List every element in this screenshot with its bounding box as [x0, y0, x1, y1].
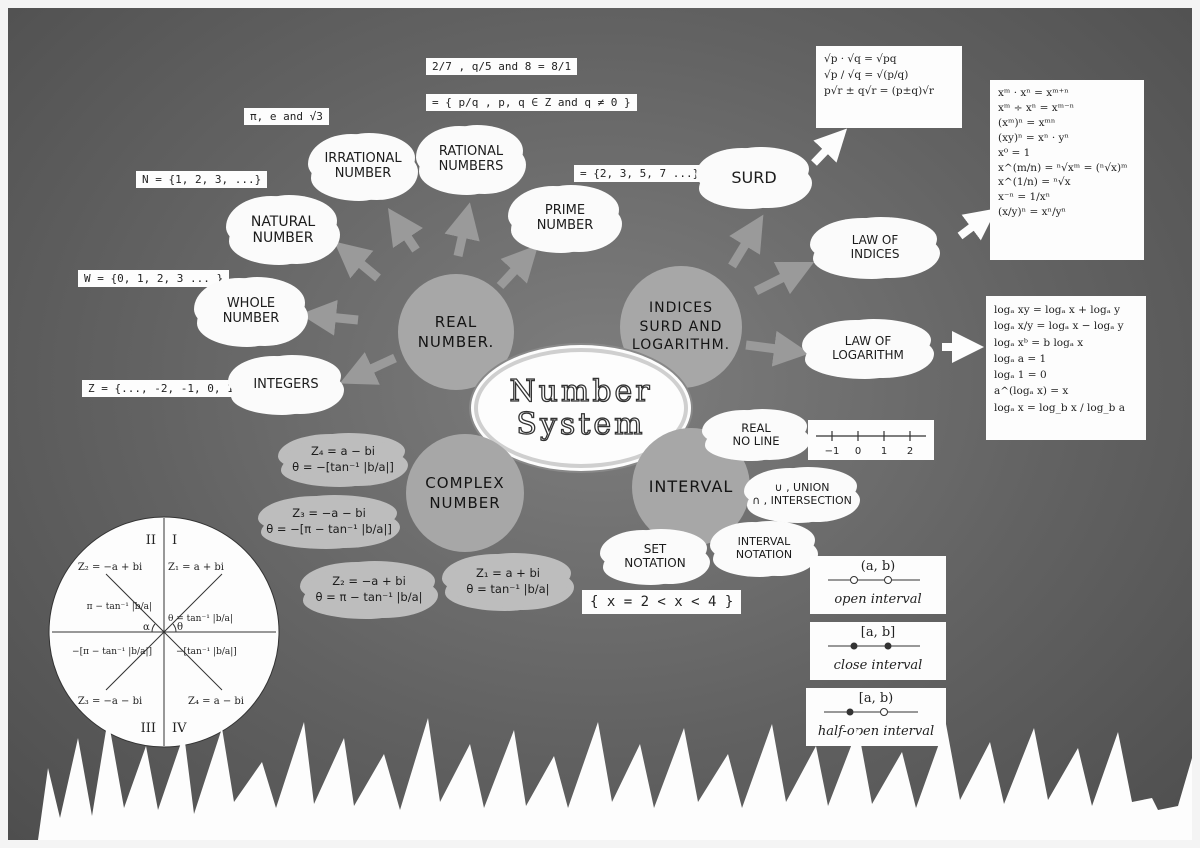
alpha-symbol: α: [143, 622, 150, 633]
arrow-to-prime: [496, 244, 539, 290]
poster-board: 2/7 , q/5 and 8 = 8/1 = { p/q , p, q ∈ Z…: [8, 8, 1192, 840]
law-of-indices-rules-card: xᵐ · xⁿ = xᵐ⁺ⁿ xᵐ ÷ xⁿ = xᵐ⁻ⁿ (xᵐ)ⁿ = xᵐ…: [990, 80, 1144, 260]
arrow-to-rational: [444, 202, 480, 257]
angle-q2-label: π − tan⁻¹ |b/a|: [87, 602, 152, 612]
arrow-to-whole: [300, 299, 359, 336]
arrow-indices-rules: [957, 208, 997, 241]
tick-label: 2: [907, 446, 913, 457]
number-line-card: −1 0 1 2: [808, 420, 934, 460]
angle-q4-label: −[tan⁻¹ |b/a|]: [176, 647, 237, 657]
arrow-to-law-logarithm: [745, 330, 810, 367]
law-of-logarithm-rules-card: logₐ xy = logₐ x + logₐ y logₐ x/y = log…: [986, 296, 1146, 440]
close-interval-graphic: [828, 642, 920, 650]
rational-definition: = { p/q , p, q ∈ Z and q ≠ 0 }: [426, 94, 637, 111]
arrows-layer: [300, 128, 997, 385]
prime-examples: = {2, 3, 5, 7 ...}: [574, 165, 706, 182]
z1-point-label: Z₁ = a + bi: [168, 562, 224, 573]
z3-point-label: Z₃ = −a − bi: [78, 696, 142, 707]
natural-examples: N = {1, 2, 3, ...}: [136, 171, 268, 188]
half-open-interval-graphic: [824, 708, 918, 716]
argand-diagram: II I III IV Z₁ = a + bi Z₂ = −a + bi Z₃ …: [48, 516, 280, 748]
angle-q1-label: θ = tan⁻¹ |b/a|: [168, 614, 233, 624]
z2-point-label: Z₂ = −a + bi: [78, 562, 142, 573]
quadrant-1-label: I: [172, 533, 177, 548]
close-interval-card: [a, b] close interval: [810, 622, 946, 680]
arrow-to-law-indices: [753, 261, 815, 296]
tick-label: 1: [881, 446, 887, 457]
irrational-examples: π, e and √3: [244, 108, 329, 125]
half-open-interval-card: [a, b) half-open interval: [806, 688, 946, 746]
union-intersection-cloud: ∪ , UNION∩ , INTERSECTION: [750, 470, 854, 520]
arrow-surd-rules: [811, 128, 848, 166]
z4-point-label: Z₄ = a − bi: [188, 696, 244, 707]
integers-cloud: INTEGERS: [234, 358, 338, 412]
quadrant-3-label: III: [141, 721, 156, 736]
theta-symbol: θ: [177, 622, 183, 633]
open-interval-graphic: [828, 576, 920, 584]
surd-cloud: SURD: [702, 150, 806, 206]
number-line-graphic: −1 0 1 2: [816, 431, 926, 457]
tick-label: 0: [855, 446, 861, 457]
angle-q3-label: −[π − tan⁻¹ |b/a|]: [72, 647, 152, 657]
rational-example-fractions: 2/7 , q/5 and 8 = 8/1: [426, 58, 578, 75]
tick-label: −1: [825, 446, 840, 457]
open-interval-card: (a, b) open interval: [810, 556, 946, 614]
arrow-to-irrational: [388, 208, 423, 253]
grass-decoration: [38, 718, 1192, 840]
arrow-to-surd: [728, 214, 764, 269]
arrow-to-integers: [339, 352, 397, 385]
set-notation-example: { x = 2 < x < 4 }: [582, 590, 742, 614]
whole-examples: W = {0, 1, 2, 3 ... }: [78, 270, 230, 287]
quadrant-4-label: IV: [172, 721, 187, 736]
surd-rules-card: √p · √q = √pq √p / √q = √(p/q) p√r ± q√r…: [816, 46, 962, 128]
arrow-to-natural: [334, 241, 381, 282]
quadrant-2-label: II: [146, 533, 156, 548]
